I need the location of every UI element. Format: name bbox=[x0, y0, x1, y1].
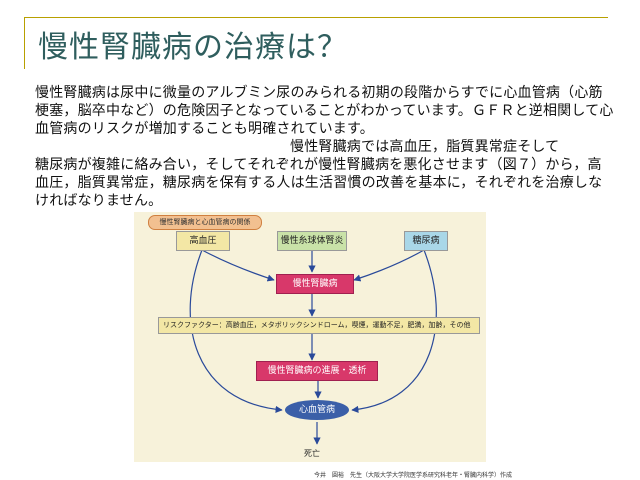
arrow-dm-ckd bbox=[353, 249, 425, 282]
title-frame-left bbox=[24, 17, 25, 69]
arrow-dm-cvd bbox=[351, 249, 437, 413]
cause-box-diabetes: 糖尿病 bbox=[404, 231, 448, 251]
arrow-hbp-cvd bbox=[189, 249, 283, 413]
paragraph-1: 慢性腎臓病は尿中に微量のアルブミン尿のみられる初期の段階からすでに心血管病（心筋… bbox=[35, 85, 614, 137]
arrow-hbp-ckd bbox=[201, 249, 275, 282]
paragraph-2-start: 慢性腎臓病では高血圧，脂質異常症そして bbox=[290, 139, 560, 155]
ckd-diagram bbox=[134, 212, 486, 462]
slide-title: 慢性腎臓病の治療は？ bbox=[38, 30, 348, 65]
citation: 今井 圓裕 先生（大阪大学大学院医学系研究科老年・腎臓内科学）作成 bbox=[314, 472, 513, 479]
ckd-box: 慢性腎臓病 bbox=[276, 274, 354, 294]
risk-factor-bar: リスクファクター：高齢血圧，メタボリックシンドローム，喫煙，運動不足，肥満，加齢… bbox=[158, 317, 480, 334]
cause-box-hypertension: 高血圧 bbox=[176, 231, 230, 251]
paragraph-2-rest: 糖尿病が複雑に絡み合い，そしてそれぞれが慢性腎臓病を悪化させます（図７）から，高… bbox=[35, 157, 603, 209]
diagram-header-tab: 慢性腎臓病と心血管病の関係 bbox=[148, 215, 262, 230]
body-text: 慢性腎臓病は尿中に微量のアルブミン尿のみられる初期の段階からすでに心血管病（心筋… bbox=[35, 84, 615, 210]
death-label: 死亡 bbox=[304, 449, 320, 458]
diagram-arrows bbox=[189, 249, 437, 445]
cvd-oval: 心血管病 bbox=[285, 400, 349, 420]
ckd-progression-box: 慢性腎臓病の進展・透析 bbox=[256, 361, 378, 381]
cause-box-glomerulonephritis: 慢性糸球体腎炎 bbox=[277, 231, 347, 251]
title-frame-top bbox=[24, 17, 608, 18]
